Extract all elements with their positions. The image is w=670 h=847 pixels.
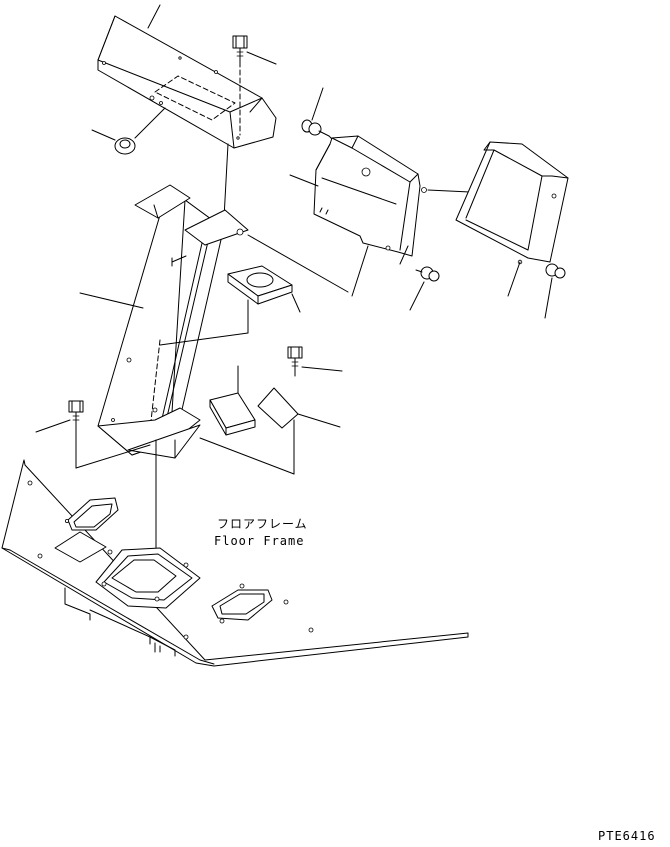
top-cover-plate [97,15,277,149]
grommet [91,107,166,155]
leader-column [79,292,144,309]
bolt-left [35,400,151,469]
bolt-top [232,35,277,136]
side-cover-right [455,141,569,297]
leader-bracket [247,234,349,293]
side-cover-middle [289,135,427,297]
drawing-code: PTE6416 [598,829,656,843]
pad-2 [199,387,341,475]
clip-middle [409,266,440,311]
center-line [223,143,229,219]
pad-1 [209,365,256,436]
shim-plate [159,265,301,346]
leader-top-plate [147,4,161,29]
floor-frame-label-en: Floor Frame [214,534,304,548]
clip-right [544,263,566,319]
column-stand [97,184,249,459]
floor-frame-label-jp: フロアフレーム [217,517,308,531]
floor-frame [1,459,469,667]
bolt-right [287,346,343,377]
